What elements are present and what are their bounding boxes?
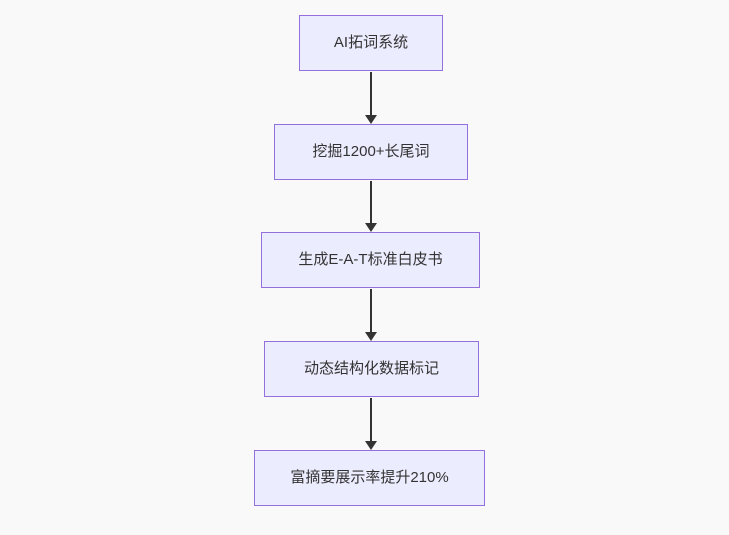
flowchart-node-rich-snippet-rate-increase: 富摘要展示率提升210% [254, 450, 485, 506]
down-arrow-connector-1 [365, 72, 377, 124]
node-label: 富摘要展示率提升210% [290, 469, 449, 486]
flowchart-node-mine-longtail-keywords: 挖掘1200+长尾词 [274, 124, 468, 180]
down-arrow-connector-3 [365, 289, 377, 341]
node-label: AI拓词系统 [333, 34, 409, 51]
down-arrow-connector-2 [365, 181, 377, 232]
flowchart-node-dynamic-structured-data-markup: 动态结构化数据标记 [264, 341, 479, 397]
flowchart-node-ai-word-expansion-system: AI拓词系统 [299, 15, 443, 71]
flowchart-node-generate-eat-whitepaper: 生成E-A-T标准白皮书 [261, 232, 480, 288]
node-label: 生成E-A-T标准白皮书 [298, 251, 443, 268]
down-arrow-connector-4 [365, 398, 377, 450]
node-label: 动态结构化数据标记 [303, 360, 439, 377]
node-label: 挖掘1200+长尾词 [312, 143, 430, 160]
